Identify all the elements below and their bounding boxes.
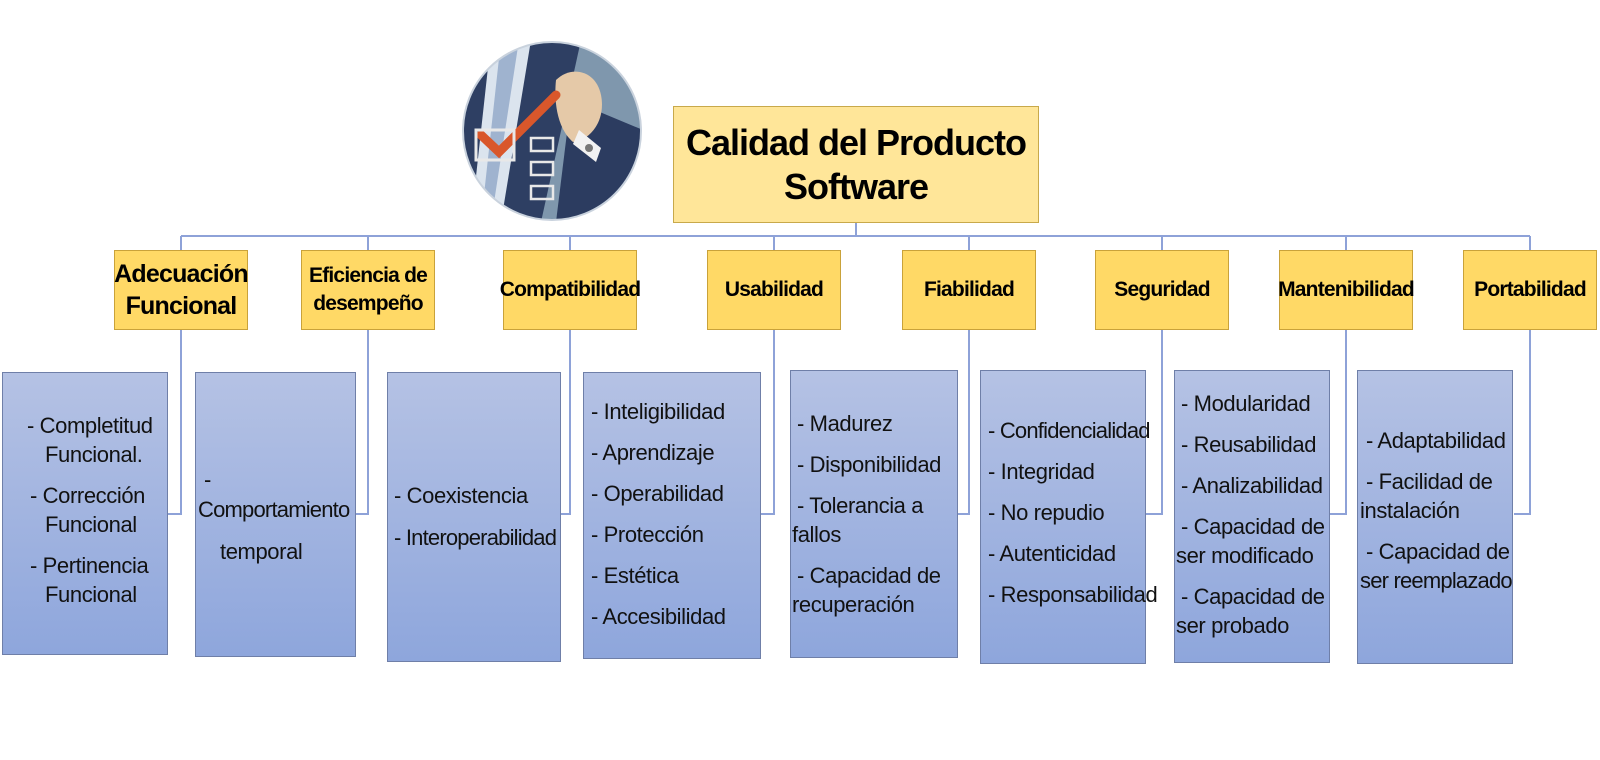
category-label: Mantenibilidad — [1278, 278, 1415, 301]
panel-portabilidad: - Adaptabilidad - Facilidad de instalaci… — [1357, 370, 1513, 664]
root-title-line2: Software — [783, 165, 929, 207]
category-label-line1: Eficiencia de — [309, 264, 428, 287]
panel-line: - Capacidad de — [797, 563, 941, 588]
category-eficiencia-desempeno: Eficiencia de desempeño — [301, 250, 435, 330]
panel-line: fallos — [792, 522, 841, 547]
panel-line: - Completitud — [27, 413, 153, 438]
panel-compatibilidad: - Coexistencia - Interoperabilidad — [387, 372, 561, 662]
category-label: Seguridad — [1114, 278, 1210, 301]
panel-line: ser modificado — [1176, 543, 1314, 568]
category-usabilidad: Usabilidad — [707, 250, 841, 330]
panel-seguridad: - Confidencialidad - Integridad - No rep… — [980, 370, 1158, 664]
panel-line: - No repudio — [988, 500, 1105, 525]
panel-line: - Interoperabilidad — [394, 525, 557, 550]
panel-mantenibilidad: - Modularidad - Reusabilidad - Analizabi… — [1174, 370, 1330, 663]
root-node: Calidad del Producto Software — [673, 106, 1039, 223]
category-mantenibilidad: Mantenibilidad — [1278, 250, 1415, 330]
panel-line: Funcional. — [45, 442, 143, 467]
panel-line: Comportamiento — [198, 497, 350, 522]
panel-fiabilidad: - Madurez - Disponibilidad - Tolerancia … — [790, 370, 958, 658]
panel-line: ser probado — [1176, 613, 1290, 638]
category-label-line1: Adecuación — [114, 260, 249, 288]
panel-line: - Aprendizaje — [591, 440, 715, 465]
panel-line: - Autenticidad — [988, 541, 1116, 566]
panel-line: - Reusabilidad — [1181, 432, 1317, 457]
category-portabilidad: Portabilidad — [1463, 250, 1597, 330]
panel-line: Funcional — [45, 512, 137, 537]
panel-line: - Integridad — [988, 459, 1095, 484]
panel-line: - Disponibilidad — [797, 452, 942, 477]
panel-line: - Madurez — [797, 411, 893, 436]
category-compatibilidad: Compatibilidad — [499, 250, 641, 330]
panel-line: - Accesibilidad — [591, 604, 726, 629]
panel-line: - Tolerancia a — [797, 493, 924, 518]
root-title-line1: Calidad del Producto — [685, 121, 1027, 163]
panel-line: - — [204, 467, 211, 492]
panel-line: - Inteligibilidad — [591, 399, 725, 424]
panel-line: - Capacidad de — [1181, 514, 1325, 539]
panel-line: - Adaptabilidad — [1366, 428, 1506, 453]
category-seguridad: Seguridad — [1095, 250, 1229, 330]
panel-line: - Operabilidad — [591, 481, 724, 506]
category-label: Usabilidad — [724, 278, 824, 301]
checklist-emblem — [462, 41, 642, 221]
panel-eficiencia-desempeno: - Comportamiento temporal — [195, 372, 356, 657]
panel-line: - Coexistencia — [394, 483, 528, 508]
panel-line: - Facilidad de — [1366, 469, 1493, 494]
panel-line: recuperación — [792, 592, 915, 617]
panel-line: - Modularidad — [1181, 391, 1311, 416]
category-label: Fiabilidad — [923, 278, 1015, 301]
category-fiabilidad: Fiabilidad — [902, 250, 1036, 330]
panel-line: - Responsabilidad — [988, 582, 1158, 607]
panel-line: ser reemplazado — [1360, 568, 1513, 593]
panel-line: - Protección — [591, 522, 704, 547]
panel-line: instalación — [1360, 498, 1460, 523]
panel-adecuacion-funcional: - Completitud Funcional. - Corrección Fu… — [2, 372, 168, 655]
panel-line: - Confidencialidad — [988, 418, 1151, 443]
panel-usabilidad: - Inteligibilidad - Aprendizaje - Operab… — [583, 372, 761, 659]
panel-line: - Corrección — [30, 483, 146, 508]
panel-line: temporal — [220, 539, 303, 564]
panel-line: - Capacidad de — [1366, 539, 1510, 564]
category-label: Portabilidad — [1474, 278, 1587, 301]
panel-line: - Pertinencia — [30, 553, 149, 578]
category-label-line2: Funcional — [125, 292, 238, 320]
panel-line: - Analizabilidad — [1181, 473, 1323, 498]
panel-line: - Estética — [591, 563, 679, 588]
category-label: Compatibilidad — [499, 278, 641, 301]
panel-line: - Capacidad de — [1181, 584, 1325, 609]
category-label-line2: desempeño — [313, 292, 423, 315]
panel-line: Funcional — [45, 582, 137, 607]
